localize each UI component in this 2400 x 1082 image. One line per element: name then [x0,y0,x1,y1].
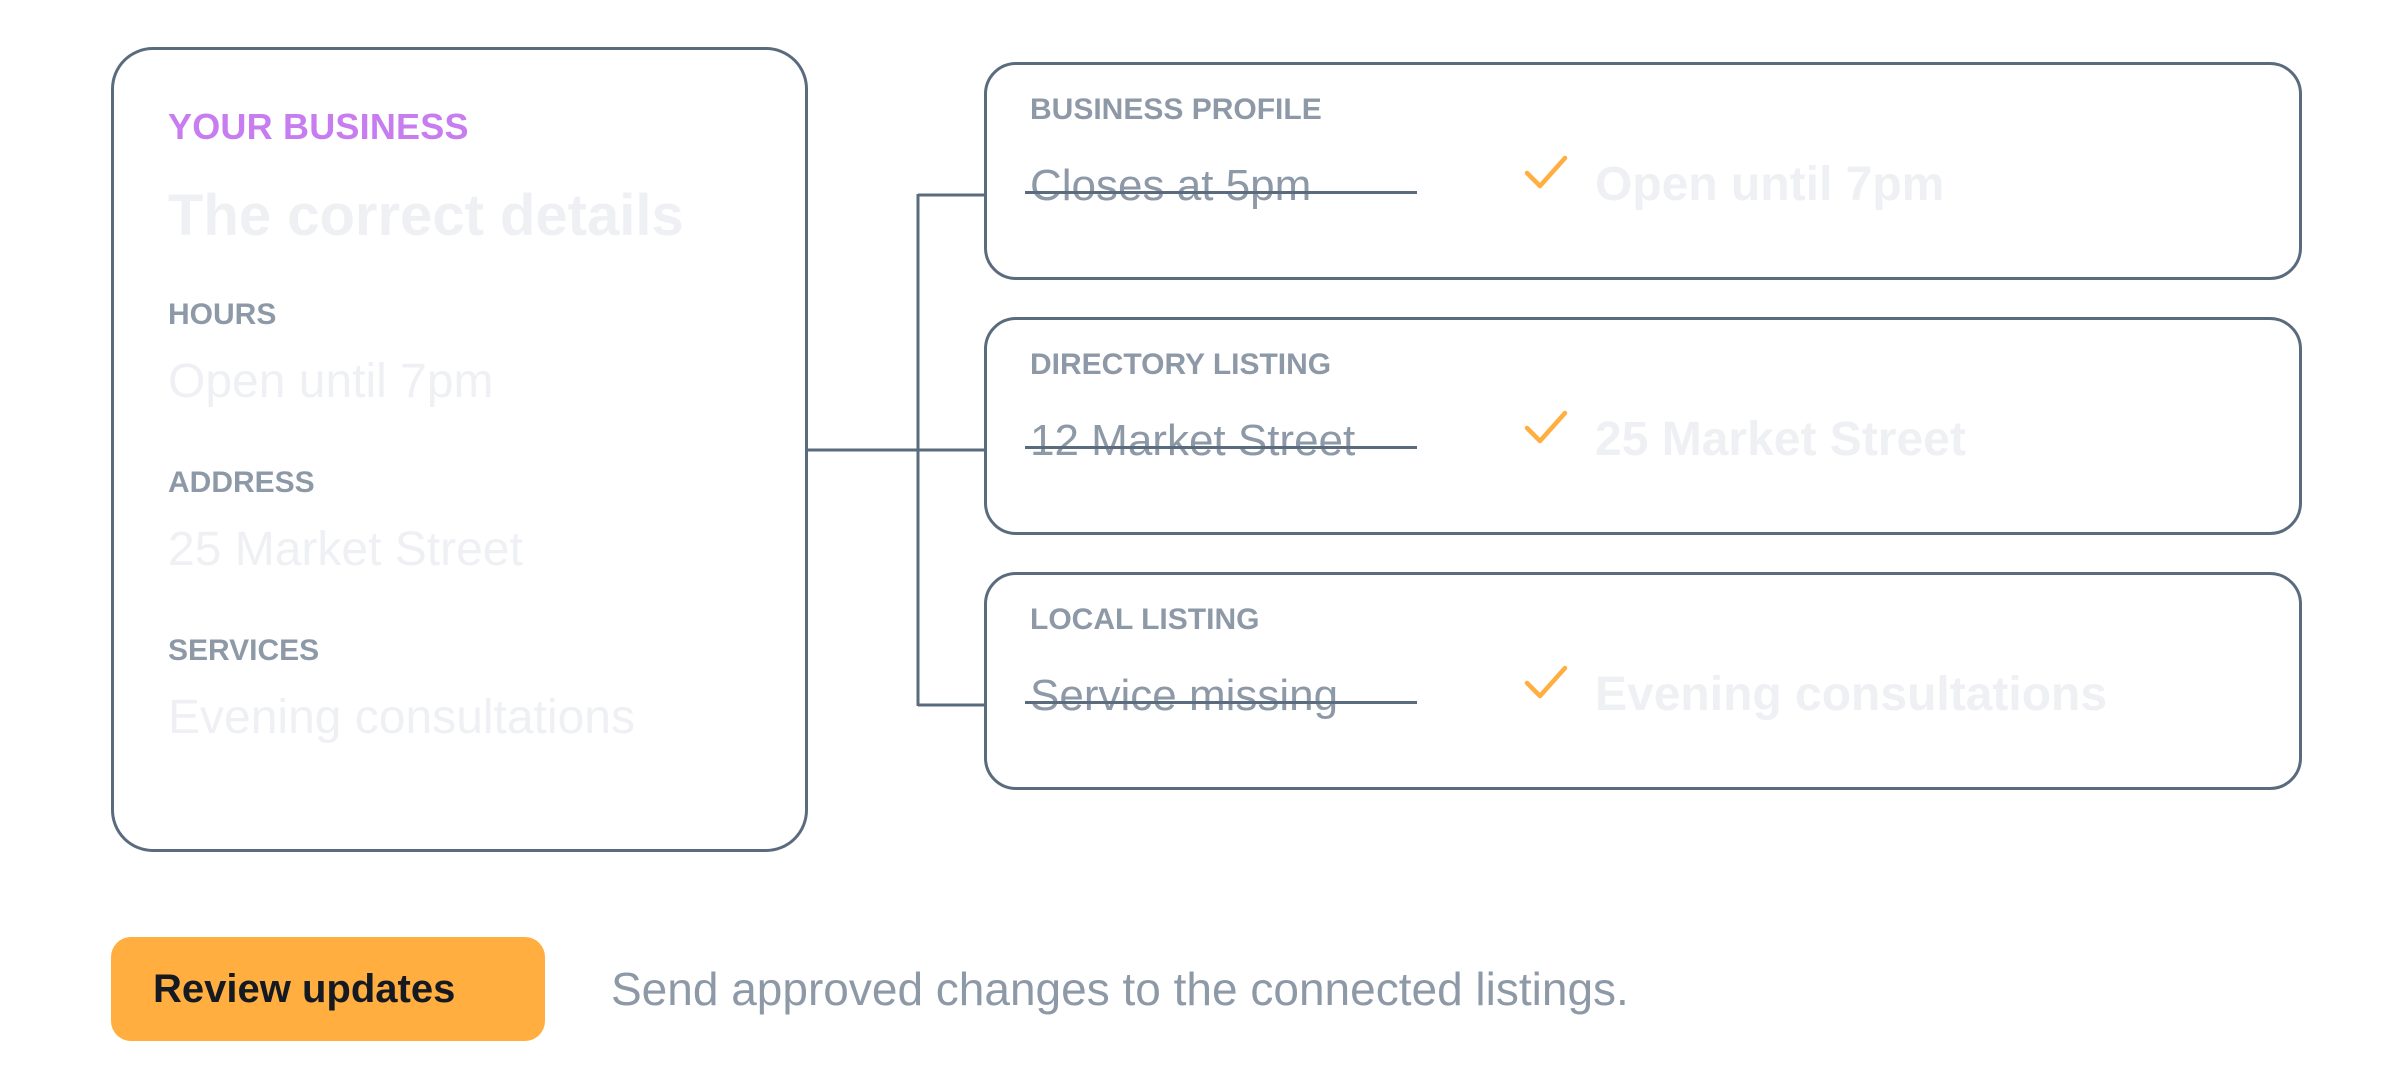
address-label: ADDRESS [168,466,315,499]
check-icon [1524,155,1568,189]
outdated-value: Closes at 5pm [1030,161,1312,210]
listing-card-business-profile: BUSINESS PROFILE Closes at 5pm Open unti… [984,62,2302,280]
services-value: Evening consultations [168,691,635,744]
listing-card-local: LOCAL LISTING Service missing Evening co… [984,572,2302,790]
outdated-value: 12 Market Street [1030,416,1356,465]
outdated-value: Service missing [1030,671,1339,720]
strikethrough-line [1025,191,1417,194]
corrected-value: Evening consultations [1595,668,2108,721]
business-details-card: YOUR BUSINESS The correct details HOURS … [111,47,808,852]
corrected-value: Open until 7pm [1595,158,1945,211]
check-icon [1524,410,1568,444]
listing-label: LOCAL LISTING [1030,603,1260,636]
card-eyebrow: YOUR BUSINESS [168,106,469,147]
check-icon [1524,665,1568,699]
listing-card-directory: DIRECTORY LISTING 12 Market Street 25 Ma… [984,317,2302,535]
listing-label: DIRECTORY LISTING [1030,348,1332,381]
card-title: The correct details [168,183,684,248]
strikethrough-line [1025,446,1417,449]
address-value: 25 Market Street [168,523,523,576]
hours-label: HOURS [168,298,277,331]
strikethrough-line [1025,701,1417,704]
listing-label: BUSINESS PROFILE [1030,93,1322,126]
hours-value: Open until 7pm [168,355,494,408]
review-updates-button[interactable]: Review updates [111,937,545,1041]
corrected-value: 25 Market Street [1595,413,1966,466]
helper-text: Send approved changes to the connected l… [611,963,1629,1015]
services-label: SERVICES [168,634,320,667]
